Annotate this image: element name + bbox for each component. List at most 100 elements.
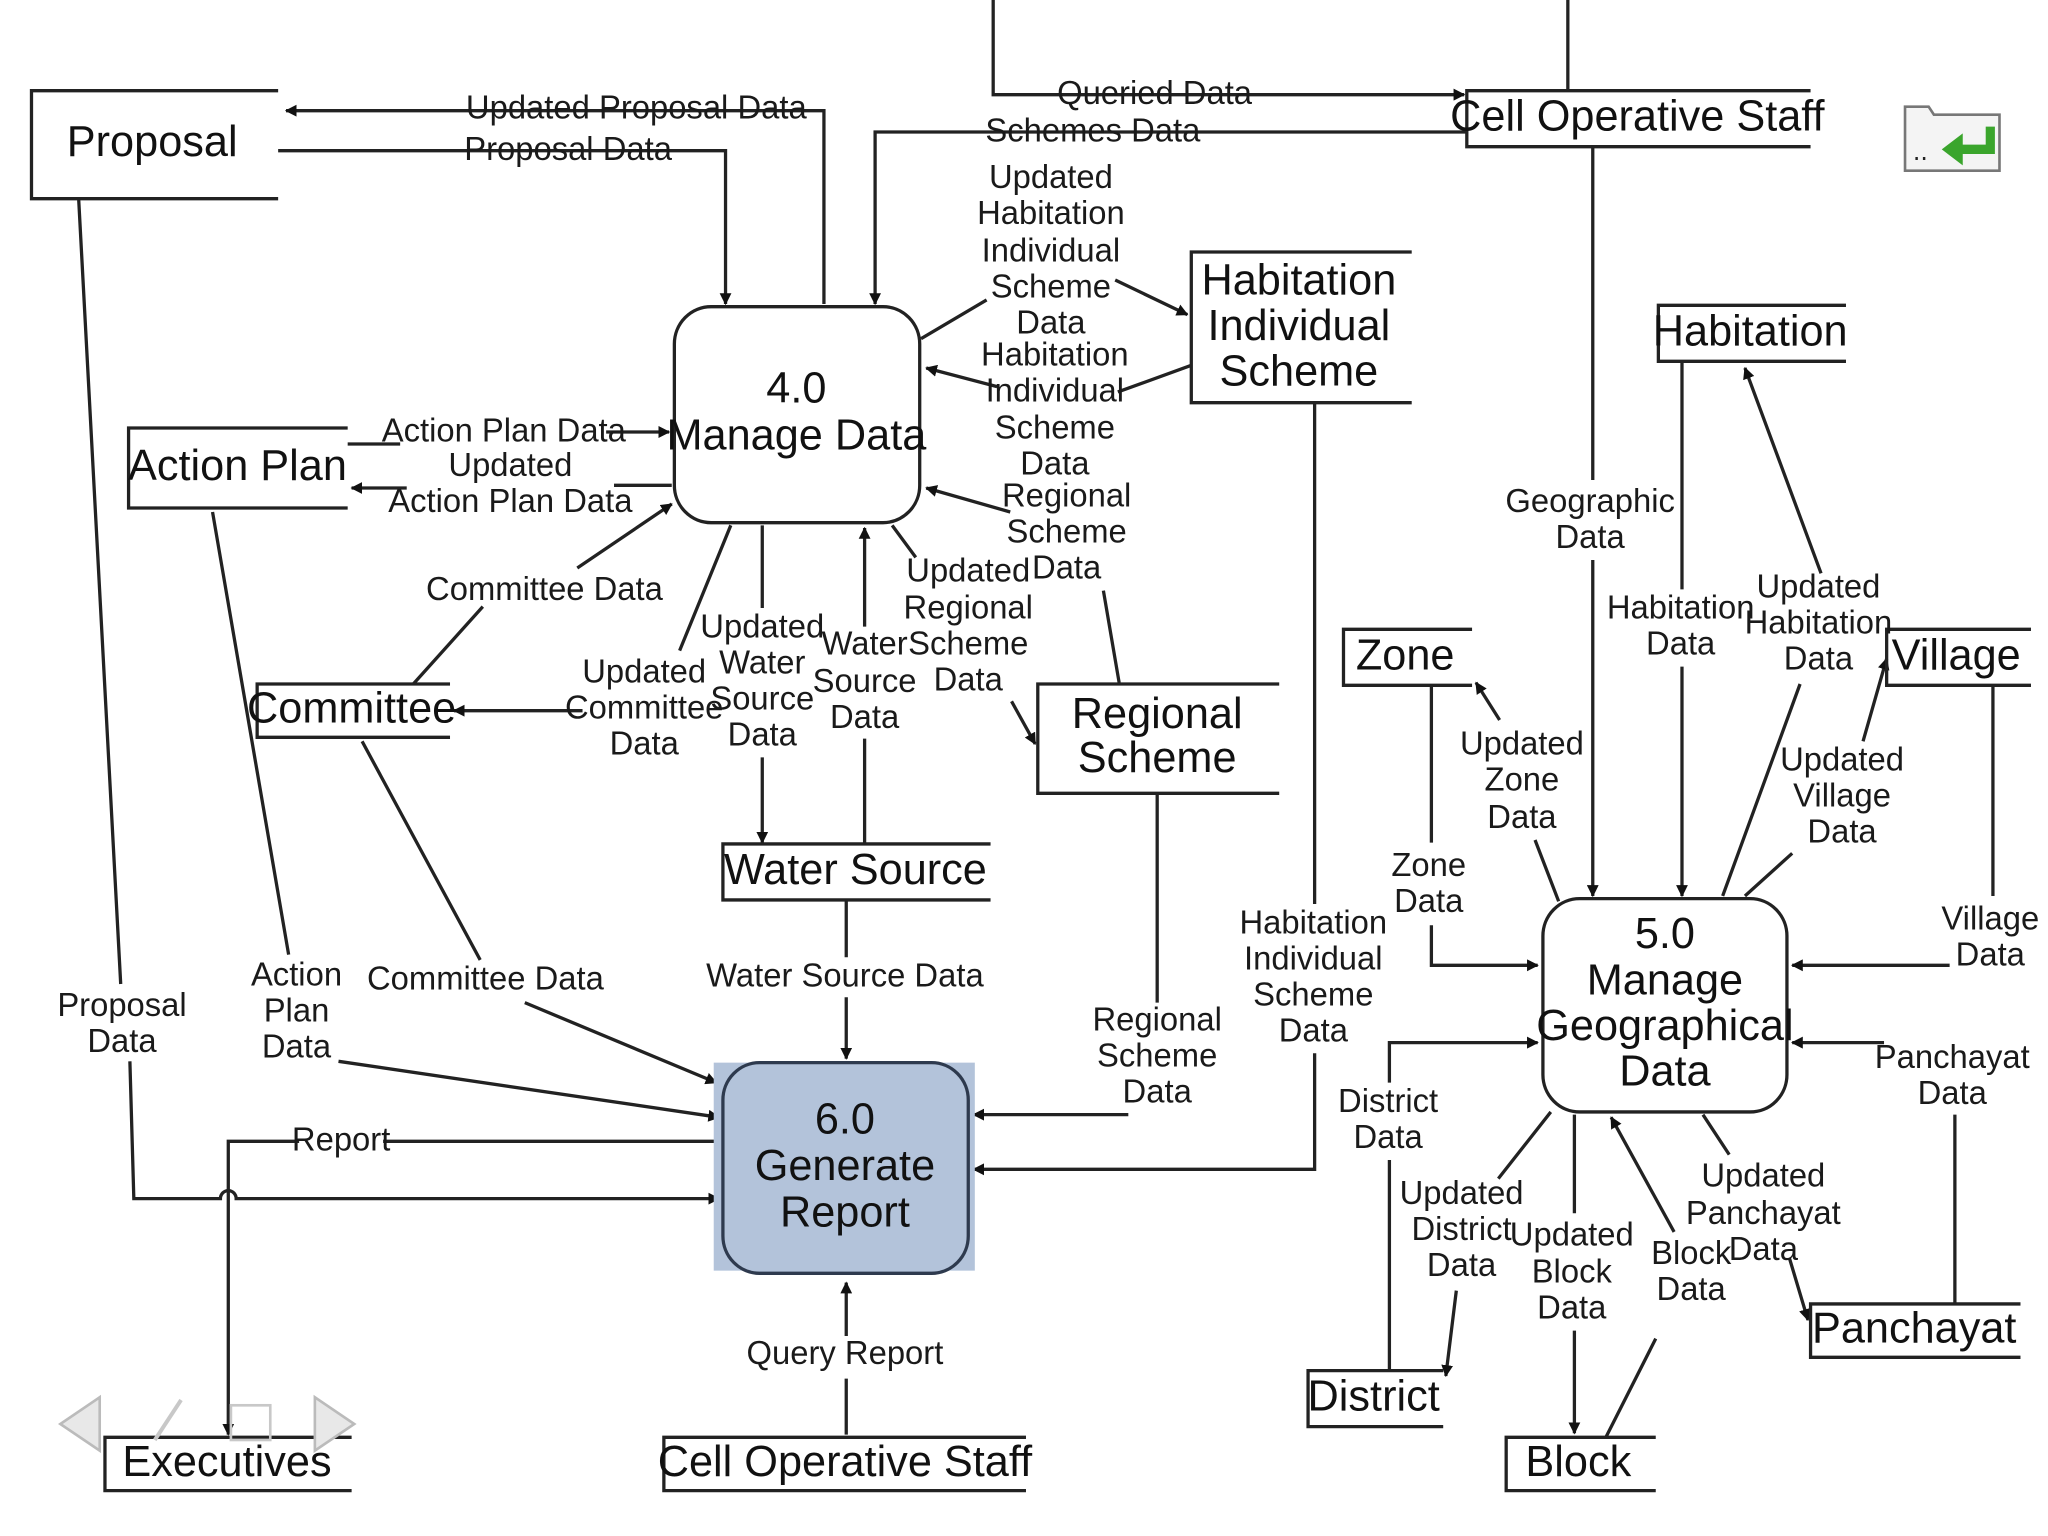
svg-text:District: District — [1338, 1083, 1438, 1120]
svg-text:Panchayat: Panchayat — [1812, 1303, 2016, 1352]
svg-text:Committee Data: Committee Data — [367, 960, 604, 997]
svg-text:Zone: Zone — [1391, 847, 1466, 884]
svg-text:Block: Block — [1525, 1437, 1631, 1486]
svg-text:Committee Data: Committee Data — [426, 571, 663, 608]
svg-text:Updated: Updated — [1510, 1216, 1634, 1253]
label-queried-data: Queried Data — [1057, 75, 1253, 112]
svg-text:Scheme: Scheme — [1007, 513, 1127, 550]
svg-text:Updated: Updated — [582, 653, 706, 690]
svg-text:Block: Block — [1532, 1253, 1613, 1290]
svg-text:Data: Data — [262, 1028, 332, 1065]
store-panchayat[interactable]: Panchayat — [1808, 1302, 2021, 1359]
flow-labels: Updated Proposal Data Proposal Data Quer… — [57, 75, 2039, 1372]
process-generate-report[interactable]: 6.0 Generate Report — [713, 1060, 975, 1275]
svg-text:Data: Data — [1279, 1012, 1349, 1049]
store-habitation-individual-scheme[interactable]: Habitation Individual Scheme — [1189, 250, 1412, 405]
svg-text:Cell Operative Staff: Cell Operative Staff — [1450, 91, 1825, 140]
store-executives[interactable]: Executives — [103, 1435, 352, 1493]
svg-text:Individual: Individual — [1244, 940, 1383, 977]
folder-up-icon[interactable]: .. — [1903, 105, 2001, 172]
process-manage-data[interactable]: 4.0 Manage Data — [666, 304, 927, 525]
svg-text:Water Source: Water Source — [724, 845, 987, 894]
process-manage-geographical-data[interactable]: 5.0 Manage Geographical Data — [1536, 896, 1794, 1114]
svg-text:Data: Data — [1353, 1119, 1423, 1156]
flow-committee-data-report — [360, 740, 716, 1082]
svg-text:Water: Water — [719, 644, 805, 681]
pencil-icon[interactable] — [153, 1398, 272, 1442]
svg-text:Data: Data — [830, 699, 900, 736]
svg-text:Panchayat: Panchayat — [1686, 1195, 1841, 1232]
svg-text:Regional: Regional — [904, 589, 1033, 626]
store-block[interactable]: Block — [1504, 1435, 1656, 1493]
svg-text:Report: Report — [292, 1121, 390, 1158]
svg-text:District: District — [1411, 1211, 1511, 1248]
svg-text:Executives: Executives — [122, 1437, 331, 1486]
svg-text:Action Plan Data: Action Plan Data — [388, 483, 633, 520]
store-village[interactable]: Village — [1885, 627, 2031, 687]
svg-text:Committee: Committee — [565, 689, 723, 726]
svg-text:Data: Data — [1487, 799, 1557, 836]
flow-updated-panchayat-data — [1701, 1113, 1808, 1320]
flow-block-data — [1606, 1117, 1676, 1439]
store-water-source[interactable]: Water Source — [721, 842, 991, 902]
svg-text:Panchayat: Panchayat — [1875, 1039, 2030, 1076]
svg-text:Water: Water — [821, 625, 907, 662]
svg-text:Data: Data — [1956, 936, 2026, 973]
flow-habitation-individual-scheme-data-report — [974, 402, 1317, 1170]
store-cell-operative-staff-bottom[interactable]: Cell Operative Staff — [658, 1435, 1033, 1493]
svg-text:Habitation: Habitation — [977, 195, 1125, 232]
svg-text:Data: Data — [1918, 1075, 1988, 1112]
svg-text:Zone: Zone — [1485, 761, 1560, 798]
svg-text:Scheme: Scheme — [908, 625, 1028, 662]
label-schemes-data: Schemes Data — [985, 112, 1201, 149]
svg-text:Geographic: Geographic — [1505, 483, 1674, 520]
store-proposal[interactable]: Proposal — [29, 88, 279, 201]
svg-text:Regional: Regional — [1072, 689, 1243, 738]
store-committee[interactable]: Committee — [247, 682, 456, 739]
flow-updated-habitation-data — [1721, 368, 1823, 897]
flow-updated-regional-scheme-data — [890, 524, 1035, 744]
svg-text:Habitation: Habitation — [981, 336, 1129, 373]
svg-text:Updated: Updated — [1780, 741, 1904, 778]
flow-habitation-individual-scheme-data — [926, 365, 1192, 394]
store-habitation[interactable]: Habitation — [1653, 303, 1848, 363]
store-action-plan[interactable]: Action Plan — [126, 426, 348, 510]
svg-text:Updated: Updated — [448, 447, 572, 484]
flow-regional-scheme-data — [926, 488, 1121, 683]
svg-text:Habitation: Habitation — [1201, 255, 1396, 304]
svg-text:Habitation: Habitation — [1240, 904, 1388, 941]
svg-text:4.0: 4.0 — [766, 363, 826, 412]
svg-text:Manage Data: Manage Data — [666, 410, 927, 459]
arrow-left-icon[interactable] — [57, 1394, 102, 1454]
svg-text:Scheme: Scheme — [995, 409, 1115, 446]
svg-text:Manage: Manage — [1587, 955, 1743, 1004]
svg-text:Geographical: Geographical — [1536, 1001, 1793, 1050]
svg-text:Individual: Individual — [986, 372, 1125, 409]
flow-updated-district-data — [1446, 1110, 1553, 1376]
svg-text:Data: Data — [1020, 445, 1090, 482]
flow-updated-village-data — [1743, 659, 1887, 898]
flow-action-plan-data-report — [210, 511, 719, 1117]
svg-text:Scheme: Scheme — [1078, 733, 1237, 782]
store-zone[interactable]: Zone — [1341, 627, 1473, 687]
svg-text:Proposal: Proposal — [67, 117, 238, 166]
svg-text:Data: Data — [1394, 883, 1464, 920]
svg-text:Habitation: Habitation — [1607, 589, 1755, 626]
svg-text:Habitation: Habitation — [1653, 306, 1848, 355]
svg-text:Data: Data — [1807, 813, 1877, 850]
svg-text:Source: Source — [813, 663, 917, 700]
arrow-right-icon[interactable] — [313, 1394, 357, 1454]
flow-village-data — [1792, 685, 1995, 965]
svg-text:Report: Report — [780, 1187, 910, 1236]
svg-text:Updated: Updated — [989, 159, 1113, 196]
svg-text:Action Plan Data: Action Plan Data — [382, 412, 627, 449]
svg-text:Individual: Individual — [982, 232, 1121, 269]
svg-text:Data: Data — [1729, 1231, 1799, 1268]
store-regional-scheme[interactable]: Regional Scheme — [1036, 682, 1280, 795]
svg-text:Action: Action — [251, 956, 342, 993]
svg-text:Scheme: Scheme — [1253, 976, 1373, 1013]
store-district[interactable]: District — [1306, 1368, 1444, 1429]
svg-text:Updated: Updated — [1701, 1157, 1825, 1194]
store-cell-operative-staff-top[interactable]: Cell Operative Staff — [1450, 88, 1825, 149]
